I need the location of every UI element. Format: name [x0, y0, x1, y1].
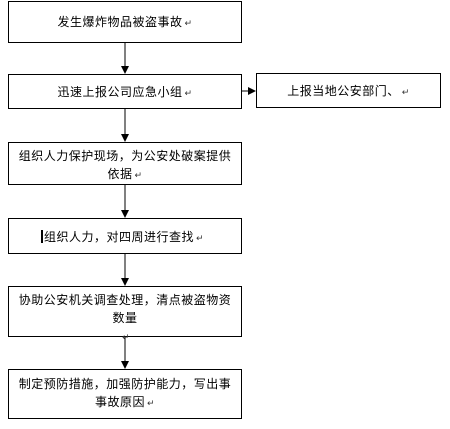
step-3-text: 组织人力保护现场，为公安处破案提供依据 [18, 149, 232, 181]
step-3-box: 组织人力保护现场，为公安处破案提供依据↵ [8, 142, 242, 185]
text-cursor [41, 230, 43, 243]
step-6-text: 制定预防措施，加强防护能力，写出事事故原因 [18, 377, 232, 409]
step-2-text: 迅速上报公司应急小组 [57, 85, 183, 99]
step-4-text: 组织人力，对四周进行查找 [44, 230, 195, 244]
step-5-box: 协助公安机关调查处理，清点被盗物资数量 ↵ [8, 286, 242, 343]
paragraph-mark: ↵ [401, 88, 410, 98]
step-5-text: 协助公安机关调查处理，清点被盗物资数量 [18, 293, 232, 325]
paragraph-mark: ↵ [184, 89, 193, 99]
step-2-box: 迅速上报公司应急小组↵ [8, 74, 242, 109]
paragraph-mark: ↵ [134, 171, 143, 181]
paragraph-mark: ↵ [184, 19, 193, 29]
paragraph-mark: ↵ [121, 333, 131, 343]
step-1-text: 发生爆炸物品被盗事故 [57, 15, 183, 29]
paragraph-mark: ↵ [146, 399, 156, 409]
step-6-box: 制定预防措施，加强防护能力，写出事事故原因↵ [8, 369, 242, 419]
side-report-text: 上报当地公安部门、 [287, 84, 400, 98]
side-report-box: 上报当地公安部门、↵ [256, 73, 441, 108]
paragraph-mark: ↵ [196, 234, 205, 244]
step-1-box: 发生爆炸物品被盗事故↵ [8, 1, 242, 43]
step-4-box: 组织人力，对四周进行查找↵ [8, 218, 242, 254]
